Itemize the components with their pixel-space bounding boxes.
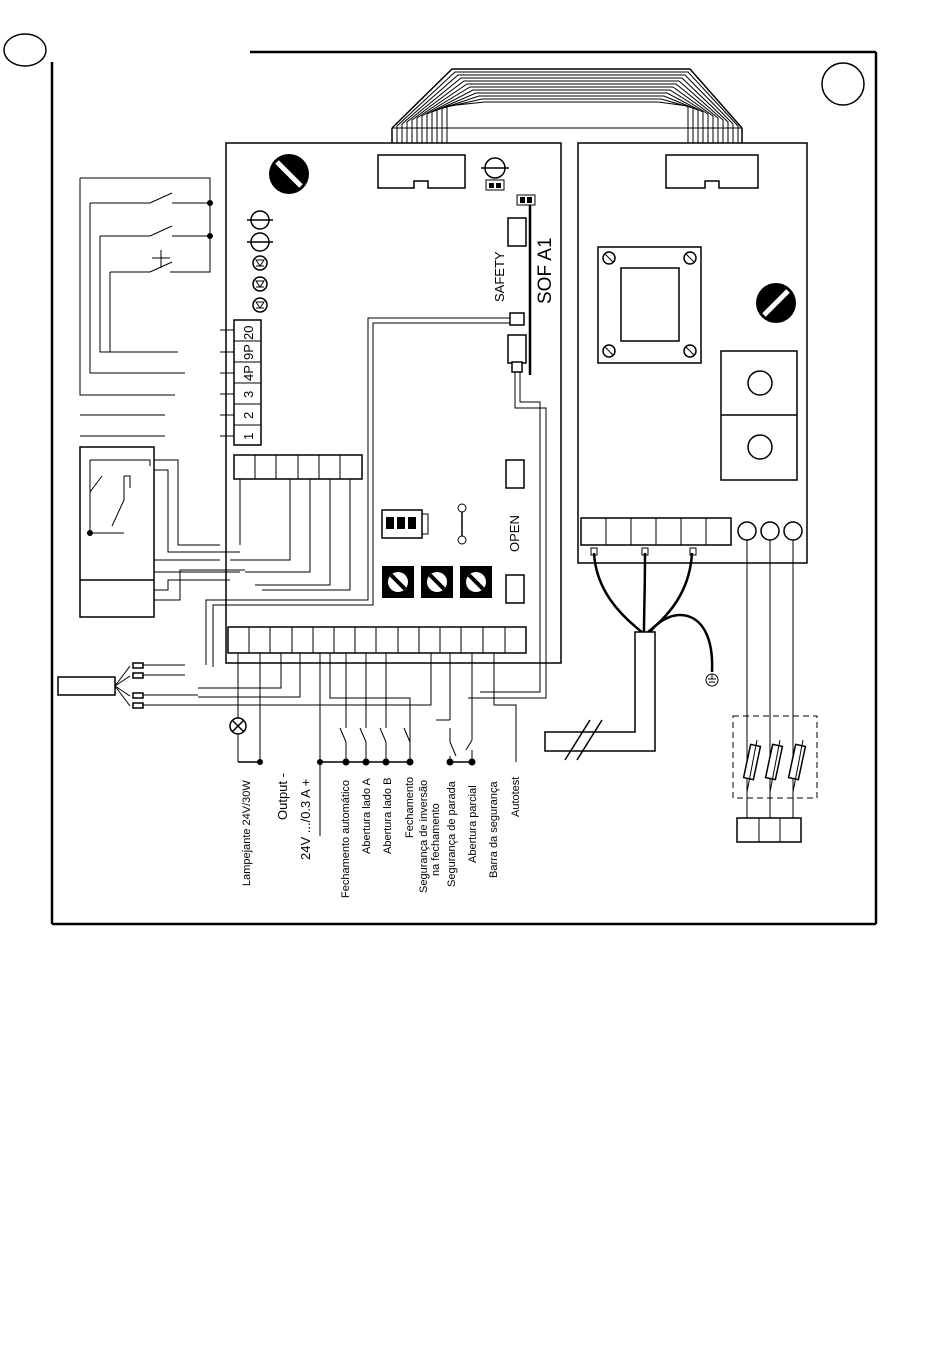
label-seguranca-inversao: Segurança de inversão: [418, 780, 430, 893]
module-label: SOF A1: [535, 237, 556, 304]
capacitor-block: [721, 351, 797, 480]
photocell-box: [80, 447, 245, 617]
jumper-box: [506, 460, 524, 488]
dip-switch-icon: [382, 510, 428, 538]
motor-cable: [545, 548, 712, 760]
lamp-icon: [230, 718, 323, 765]
open-button-box: [506, 575, 524, 603]
terminal-block-mid: [234, 455, 362, 479]
ribbon-cable: [392, 69, 742, 155]
screw-icon: [269, 154, 309, 194]
terminal-label: 4P: [241, 365, 256, 381]
sensor-connector: [58, 663, 210, 708]
label-lampejante: Lampejante 24V/30W: [241, 780, 253, 886]
transformer-icon: [598, 247, 701, 363]
power-screw-icon: [756, 283, 796, 323]
label-output-minus: Output -: [275, 773, 290, 820]
key-switch-group: [80, 178, 213, 395]
label-fechamento-automatico: Fechamento automático: [340, 780, 352, 898]
label-barra-seguranca: Barra da segurança: [488, 781, 500, 878]
left-terminal-wires: [80, 330, 234, 436]
open-label: OPEN: [507, 515, 522, 552]
terminal-block-bottom: [228, 627, 526, 653]
label-fechamento: Fechamento: [404, 777, 416, 838]
corner-marker-right: [822, 63, 864, 105]
label-na-fechamento: na fechamento: [430, 803, 442, 876]
terminal-label: 3: [241, 391, 256, 398]
label-output-plus: 24V .../0.3 A +: [298, 779, 313, 860]
terminal-label: 9P: [241, 344, 256, 360]
terminal-label: 20: [241, 326, 256, 340]
ground-icon: [706, 674, 718, 686]
corner-marker-left: [4, 34, 46, 66]
label-seguranca-parada: Segurança de parada: [446, 780, 458, 887]
label-abertura-parcial: Abertura parcial: [467, 785, 479, 863]
label-autotest: Autotest: [510, 777, 522, 817]
potentiometer-icons: [382, 566, 492, 598]
safety-label: SAFETY: [492, 251, 507, 302]
terminal-label: 2: [241, 412, 256, 419]
terminal-label: 1: [241, 433, 256, 440]
label-abertura-a: Abertura lado A: [361, 778, 373, 854]
mains-fuses: [733, 540, 817, 842]
label-abertura-b: Abertura lado B: [382, 778, 394, 854]
